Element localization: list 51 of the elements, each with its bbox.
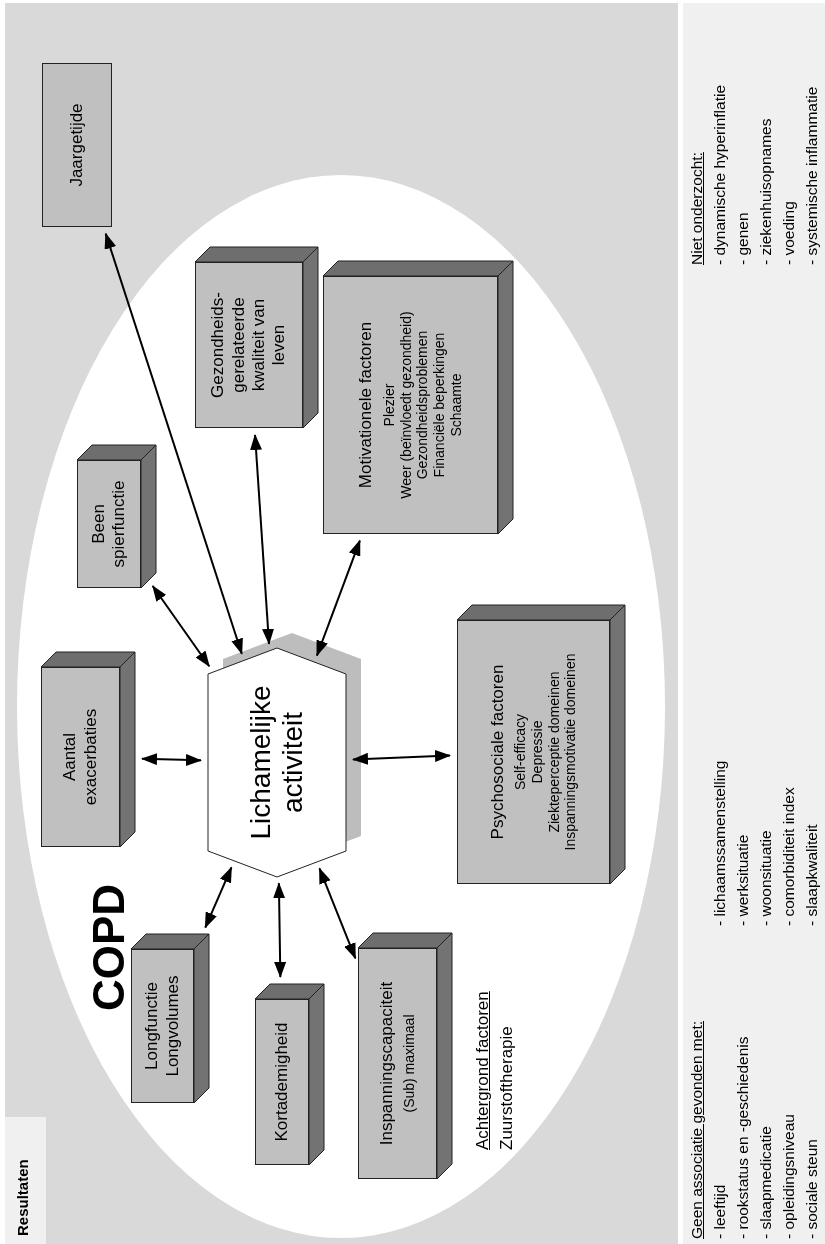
box-label: Longfunctie xyxy=(142,982,163,1070)
box-label: Lichamelijke activiteit xyxy=(244,684,309,842)
box-label: Jaargetijde xyxy=(66,103,87,187)
factor-item: Financiële beperkingen xyxy=(431,332,448,478)
factor-item: Ziekteperceptie domeinen xyxy=(545,671,563,833)
box-label: Inspanningscapaciteit xyxy=(376,981,397,1146)
box-label: Psychosociale factoren xyxy=(487,664,508,840)
double-arrow xyxy=(315,539,361,657)
box-label: Longvolumes xyxy=(162,975,183,1077)
factor-item: (Sub) maximaal xyxy=(401,1014,419,1113)
factor-item: Self-efficacy xyxy=(512,714,529,790)
list-item: - woonsituatie xyxy=(757,830,775,926)
double-arrow xyxy=(104,232,243,655)
double-arrow xyxy=(204,866,233,929)
double-arrow xyxy=(151,585,211,668)
box-label: Been spierfunctie xyxy=(88,479,129,570)
list-item: - sociale steun xyxy=(803,1139,821,1239)
list-heading: Achtergrond factoren xyxy=(473,991,493,1150)
region-title: COPD xyxy=(82,883,134,1012)
box-label: Aantal exacerbaties xyxy=(60,707,101,808)
factor-item: Gezondheidsproblemen xyxy=(414,330,432,480)
factor-item: Inspanningsmotivatie domeinen xyxy=(562,653,580,851)
list-item: Zuurstoftherapie xyxy=(497,1026,517,1150)
list-item: - slaapkwaliteit xyxy=(803,824,821,926)
double-arrow xyxy=(141,753,202,766)
panel-title: Resultaten xyxy=(14,1159,32,1236)
list-item: - genen xyxy=(734,212,752,265)
list-item: - dynamische hyperinflatie xyxy=(711,84,729,265)
list-heading: Niet onderzocht: xyxy=(688,152,706,265)
double-arrow xyxy=(273,882,287,978)
list-heading: Geen associatie gevonden met: xyxy=(688,1021,706,1239)
factor-item: Plezier xyxy=(380,383,398,427)
list-item: - ziekenhuisopnames xyxy=(757,118,775,265)
box-label: Motivationele factoren xyxy=(356,321,377,489)
double-arrow xyxy=(352,750,451,765)
box-label: Gezondheids-gerelateerde kwaliteit van leven xyxy=(208,291,290,400)
double-arrow xyxy=(250,434,274,645)
factor-item: Depressie xyxy=(528,720,546,784)
factor-item: Weer (beïnvloedt gezondheid) xyxy=(397,311,415,499)
list-item: - slaapmedicatie xyxy=(757,1126,775,1239)
list-item: - comorbiditeit index xyxy=(780,787,798,926)
double-arrow xyxy=(318,867,357,960)
list-item: - lichaamssamenstelling xyxy=(711,760,729,926)
list-item: - voeding xyxy=(780,201,798,265)
box-label: Kortademigheid xyxy=(271,1022,292,1142)
list-item: - systemische inflammatie xyxy=(803,86,821,265)
list-item: - werksituatie xyxy=(734,834,752,926)
list-item: - opleidingsniveau xyxy=(780,1114,798,1239)
list-item: - leeftijd xyxy=(711,1184,729,1239)
list-item: - rookstatus en -geschiedenis xyxy=(734,1036,752,1239)
factor-item: Schaamte xyxy=(447,373,465,437)
